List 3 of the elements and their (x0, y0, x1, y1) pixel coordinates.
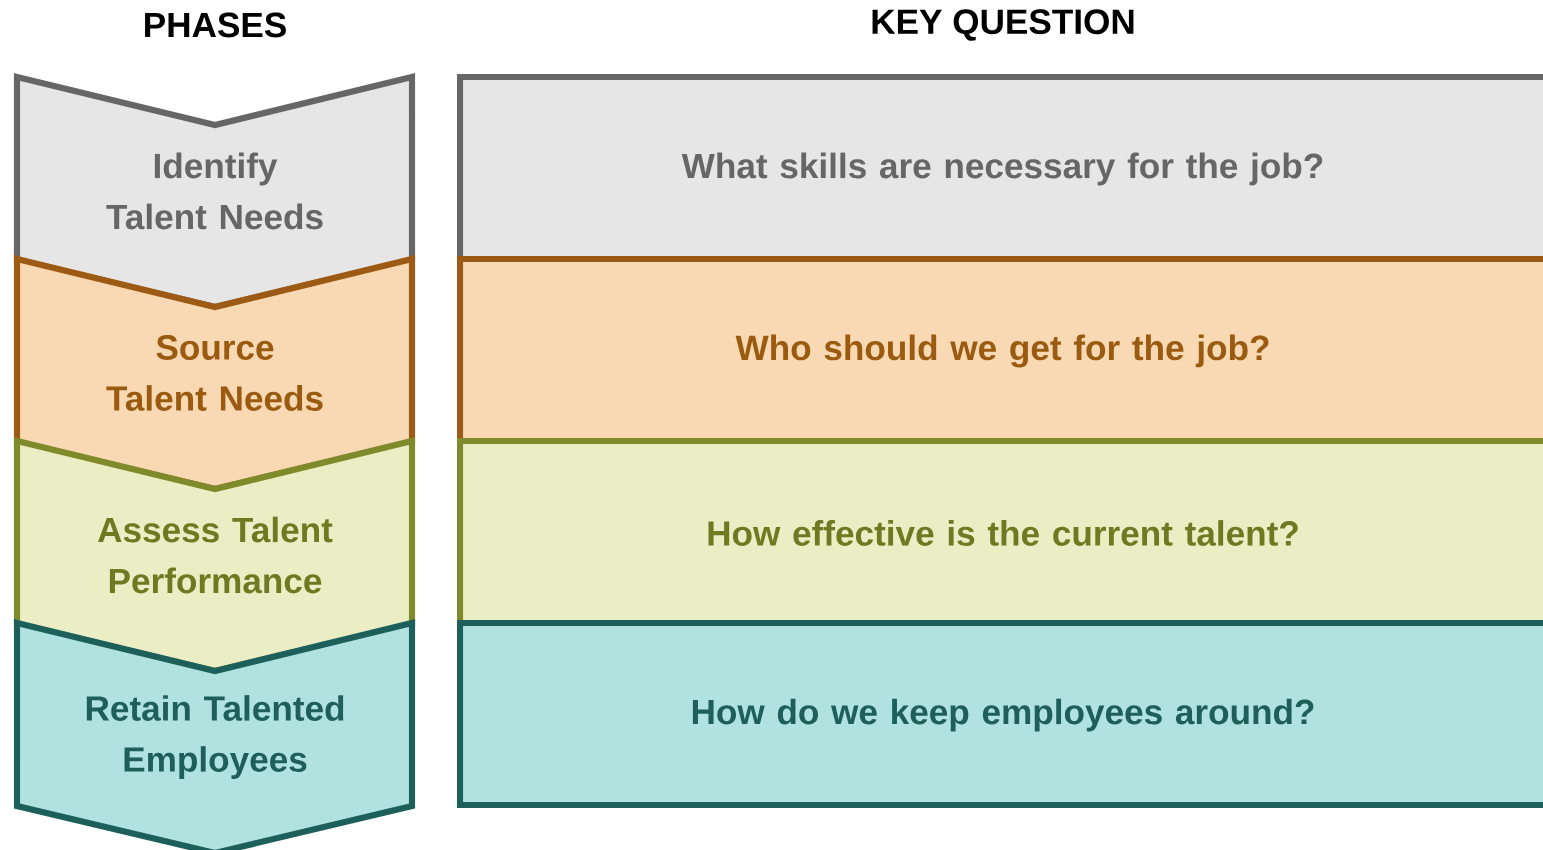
column-heading: PHASES (145, 12, 286, 38)
column-heading: KEY QUESTION (872, 9, 1134, 41)
question-box: How do we keep employees around? (456, 619, 1543, 809)
